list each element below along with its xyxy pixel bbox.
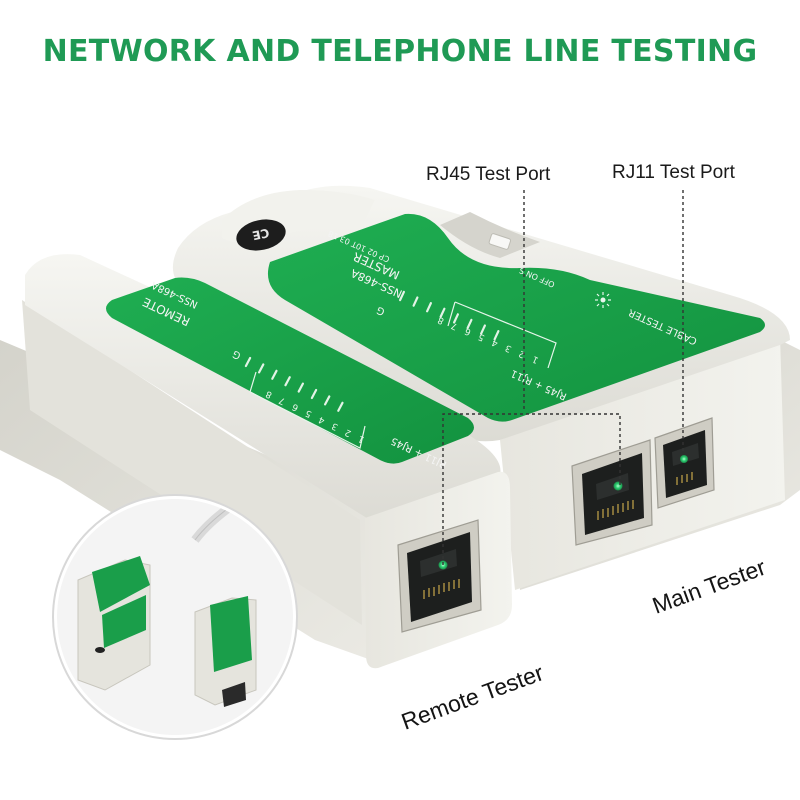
power-switch[interactable] — [488, 233, 512, 250]
master-ground-label: G — [375, 304, 387, 317]
master-pin-label: 1 — [531, 353, 540, 364]
master-led-5 — [439, 307, 446, 318]
remote-pin-label: 6 — [291, 401, 301, 413]
remote-led-2 — [323, 395, 331, 406]
headline: NETWORK AND TELEPHONE LINE TESTING — [42, 34, 758, 69]
inset-product-photo — [52, 494, 298, 740]
master-led-7 — [412, 296, 419, 307]
rj11-port-callout: RJ11 Test Port — [612, 162, 736, 183]
remote-led-4 — [297, 382, 305, 393]
remote-led-8 — [244, 356, 252, 368]
master-pin-label: 4 — [490, 336, 500, 348]
master-led-4 — [452, 313, 460, 324]
remote-pin-label: 8 — [264, 388, 274, 400]
rj45-port-icon[interactable] — [571, 439, 653, 546]
master-led-8 — [398, 290, 406, 302]
main-rj11-led — [680, 455, 688, 463]
master-led-3 — [466, 318, 473, 330]
master-led-6 — [425, 302, 433, 313]
remote-pin-label: 5 — [304, 407, 313, 418]
master-pin-label: 3 — [504, 342, 513, 353]
remote-pin-label: 7 — [278, 394, 287, 405]
master-pin-label: 6 — [463, 325, 473, 337]
master-led-2 — [479, 324, 487, 335]
main-tester: CE MASTER NSS-468A CP 02 10T 03 18 OFF O… — [172, 185, 800, 590]
remote-rj45-port-icon[interactable] — [397, 519, 482, 633]
callout-lines — [442, 190, 684, 565]
remote-pin-label: 1 — [357, 433, 366, 444]
remote-led-3 — [310, 388, 318, 400]
master-pin-label: 5 — [477, 331, 486, 342]
remote-pin-label: 4 — [317, 414, 327, 426]
ce-mark-icon: CE — [236, 219, 286, 251]
ce-mark-text: CE — [251, 225, 271, 242]
master-pin-label: 8 — [436, 314, 446, 326]
master-pin-label: 7 — [450, 320, 459, 331]
remote-led-5 — [284, 376, 291, 387]
rj11-port-icon[interactable] — [654, 417, 715, 509]
remote-led-1 — [337, 401, 344, 412]
master-led-1 — [493, 330, 500, 341]
remote-pin-label: 2 — [344, 426, 353, 437]
master-pin-label: 2 — [517, 348, 526, 359]
rj45-port-callout: RJ45 Test Port — [426, 164, 551, 185]
remote-ground-label: G — [231, 348, 243, 361]
remote-led-6 — [271, 369, 278, 380]
remote-pin-label: 3 — [330, 420, 339, 431]
remote-tester-caption: Remote Tester — [398, 659, 547, 735]
main-tester-caption: Main Tester — [649, 554, 770, 619]
led-icon — [595, 292, 611, 308]
main-rj45-led — [613, 481, 623, 491]
remote-led-7 — [257, 363, 265, 374]
